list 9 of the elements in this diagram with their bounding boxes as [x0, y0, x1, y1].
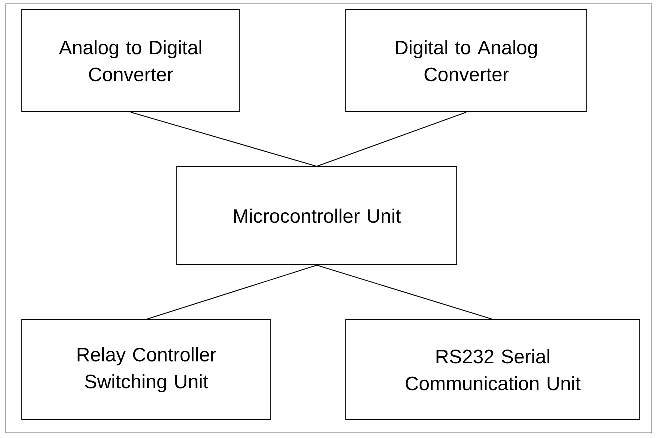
process-box: RS232 Serial Communication Unit [346, 320, 640, 420]
process-box: Digital to Analog Converter [346, 10, 588, 112]
process-box: Microcontroller Unit [176, 166, 458, 266]
connector-line [130, 112, 318, 167]
process-box: Analog to Digital Converter [22, 10, 240, 112]
connector-line [316, 112, 467, 167]
connector-line [146, 265, 318, 320]
connector-line [316, 265, 494, 320]
process-box: Relay Controller Switching Unit [22, 320, 272, 420]
